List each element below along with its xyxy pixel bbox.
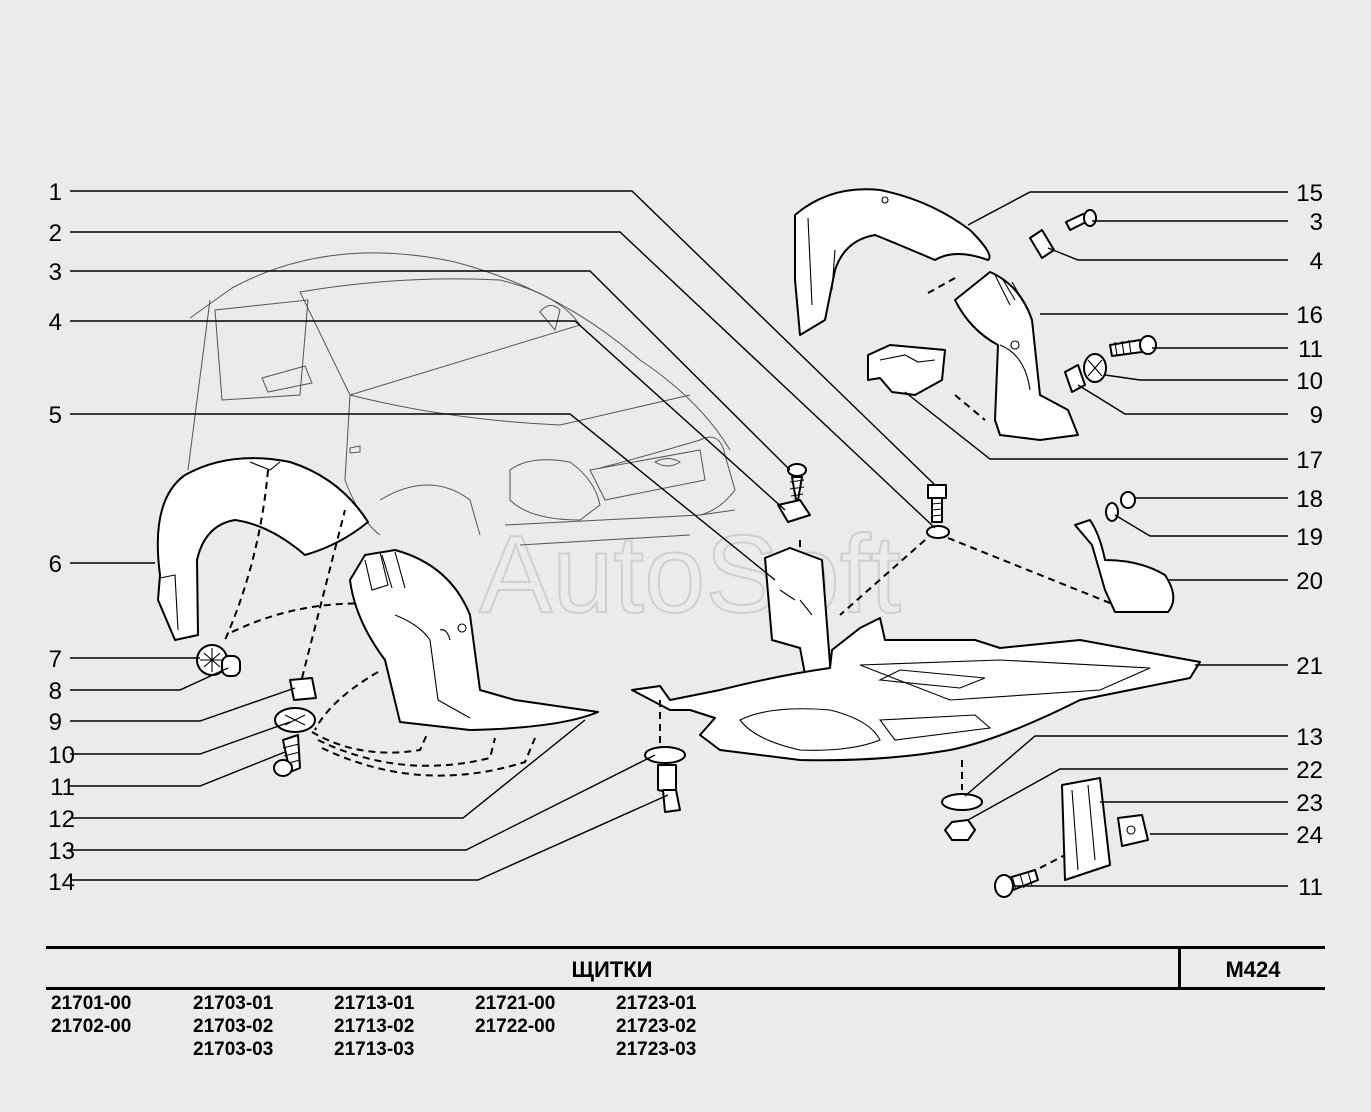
callouts-left: 1 2 3 4 5 6 7 8 9 10 11 12 13 14 [48,179,75,896]
model-column: 21721-00 21722-00 [475,992,555,1038]
model-column: 21723-01 21723-02 21723-03 [616,992,696,1061]
callout-label: 1 [49,179,62,206]
wheel-arch-liner-right [794,188,991,336]
model-code: 21703-03 [193,1039,274,1060]
callout-label: 12 [48,806,75,833]
callout-label: 18 [1296,486,1323,513]
model-code: 21723-03 [616,1039,697,1060]
right-upper-fasteners [1029,209,1157,393]
car-outline [187,252,736,546]
title-divider [1178,949,1181,987]
model-code: 21723-02 [616,1016,697,1037]
callout-label: 6 [49,551,62,578]
callout-label: 9 [49,709,62,736]
page-title: ЩИТКИ [571,957,653,982]
model-column: 21701-00 21702-00 [51,992,131,1038]
callout-label: 11 [50,774,75,801]
leader-lines-right [904,191,1288,887]
callout-label: 8 [49,678,62,705]
model-column: 21713-01 21713-02 21713-03 [334,992,414,1061]
bolt-washer-center [926,484,950,539]
callout-label: 11 [1298,336,1323,363]
left-fasteners [196,644,317,777]
callout-label: 9 [1310,402,1323,429]
model-code: 21723-01 [616,993,697,1014]
callout-label: 20 [1296,568,1323,595]
callout-label: 7 [49,646,62,673]
callout-label: 13 [1296,724,1323,751]
wheel-arch-liner-left [156,457,369,641]
center-fasteners [764,463,833,691]
model-column: 21703-01 21703-02 21703-03 [193,992,273,1061]
model-code: 21702-00 [51,1016,132,1037]
title-bar: ЩИТКИ M424 [46,946,1325,990]
callout-label: 17 [1296,447,1323,474]
callout-label: 23 [1296,790,1323,817]
callout-label: 4 [49,309,62,336]
model-code: 21703-01 [193,993,274,1014]
splash-guard-right [954,271,1079,441]
callout-label: 24 [1296,822,1323,849]
callout-label: 13 [48,838,75,865]
model-code: 21703-02 [193,1016,274,1037]
callout-label: 11 [1298,874,1323,901]
callout-label: 4 [1310,248,1323,275]
engine-underbody-shield [631,617,1201,762]
model-code: 21713-02 [334,1016,415,1037]
model-code: 21701-00 [51,993,132,1014]
splash-guard-left [349,549,599,731]
callout-label: 16 [1296,302,1323,329]
callout-label: 14 [48,869,75,896]
bracket-20 [1074,491,1175,613]
model-code: 21721-00 [475,993,556,1014]
model-code: 21713-01 [334,993,415,1014]
watermark: AutoSoft [479,513,901,636]
callout-label: 15 [1296,180,1323,207]
callout-label: 19 [1296,524,1323,551]
sheet-code: M424 [1225,957,1281,982]
callout-label: 22 [1296,757,1323,784]
callout-label: 5 [49,402,62,429]
callout-label: 2 [49,220,62,247]
lower-fasteners [644,746,1149,898]
callout-label: 3 [49,259,62,286]
callout-label: 3 [1310,209,1323,236]
model-code: 21713-03 [334,1039,415,1060]
callout-label: 10 [48,742,75,769]
leader-lines-left [70,190,936,881]
callout-label: 21 [1296,653,1323,680]
bracket-17 [867,344,946,396]
model-code: 21722-00 [475,1016,556,1037]
callout-label: 10 [1296,368,1323,395]
callouts-right: 15 3 4 16 11 10 9 17 18 19 20 21 13 22 2… [1296,180,1323,901]
